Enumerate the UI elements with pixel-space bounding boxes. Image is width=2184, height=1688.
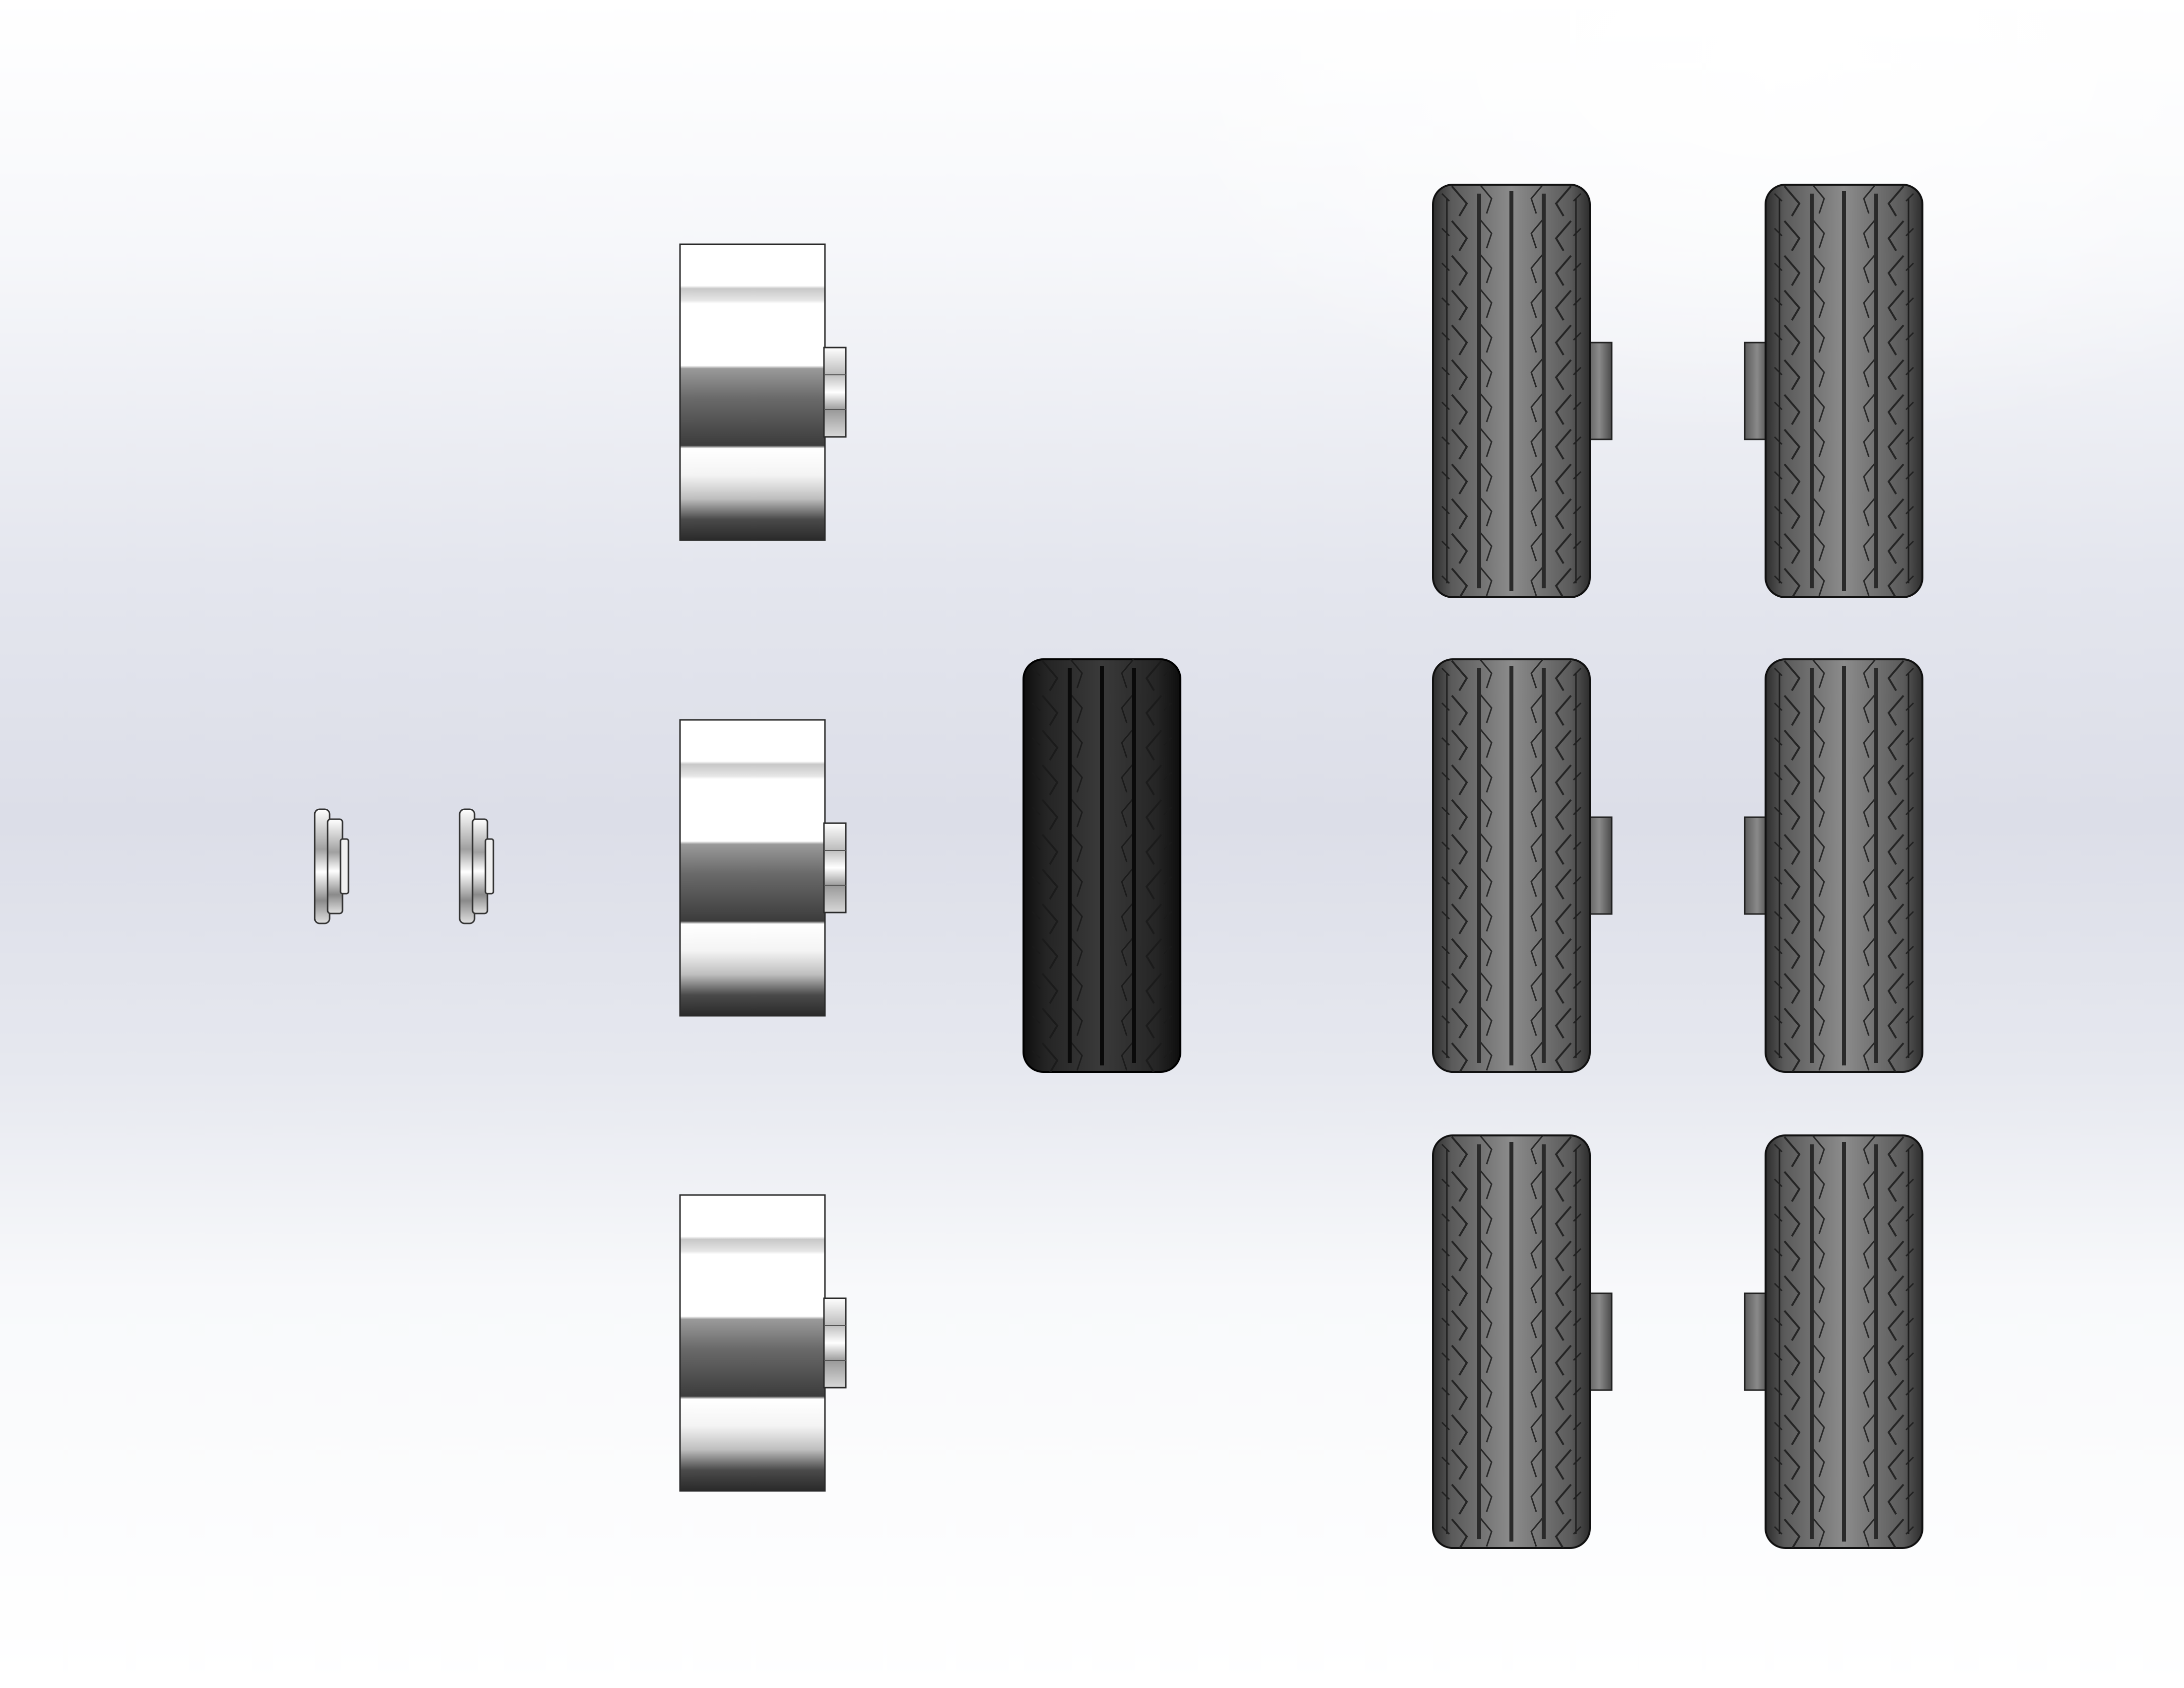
- spacer-ring-2[interactable]: [458, 808, 497, 924]
- assembly-right-hub-3[interactable]: [1432, 1134, 1616, 1549]
- wheel-rim-3[interactable]: [679, 1194, 853, 1492]
- assembly-left-hub-1[interactable]: [1745, 184, 1923, 598]
- assembly-left-hub-2[interactable]: [1745, 658, 1923, 1073]
- assembly-right-hub-2[interactable]: [1432, 658, 1616, 1073]
- wheel-rim-1[interactable]: [679, 243, 853, 541]
- spacer-ring-1[interactable]: [313, 808, 352, 924]
- wheel-rim-2[interactable]: [679, 719, 853, 1017]
- assembly-right-hub-1[interactable]: [1432, 184, 1616, 598]
- tire-dark[interactable]: [1023, 658, 1181, 1073]
- assembly-left-hub-3[interactable]: [1745, 1134, 1923, 1549]
